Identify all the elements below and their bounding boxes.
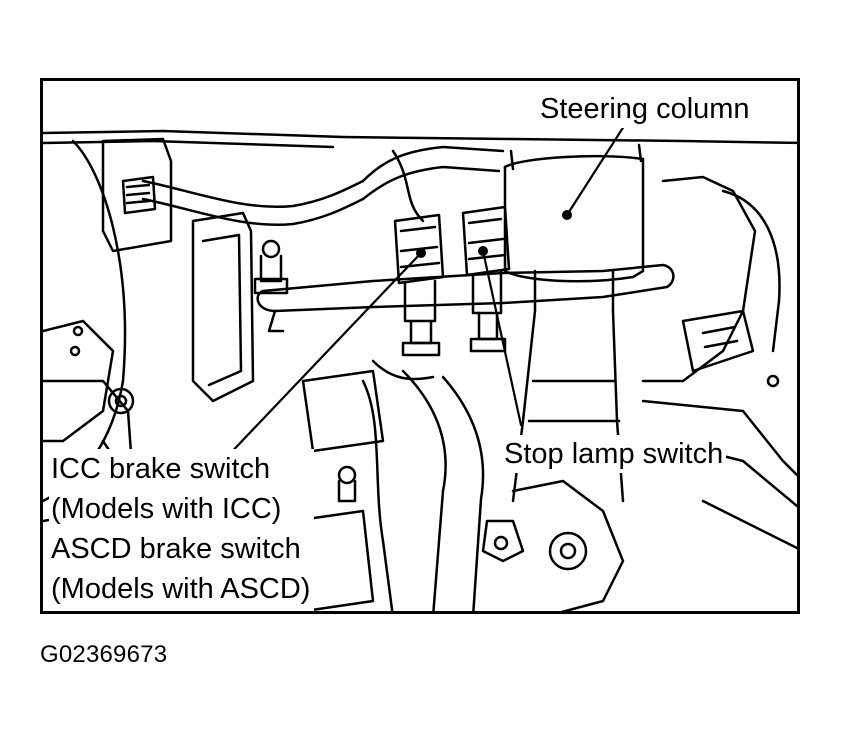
switch-body-stop-lamp bbox=[461, 205, 511, 353]
leader-icc-brake-switch bbox=[221, 251, 423, 463]
dashboard-edge bbox=[43, 129, 797, 145]
figure-frame: Steering column Stop lamp switch ICC bra… bbox=[40, 78, 800, 614]
lower-clevis bbox=[511, 479, 625, 611]
figure-id: G02369673 bbox=[40, 641, 168, 668]
brake-pedal-arm bbox=[401, 369, 447, 611]
callout-ascd-models: (Models with ASCD) bbox=[51, 573, 311, 605]
callout-icc-brake-switch: ICC brake switch bbox=[51, 453, 271, 485]
bracket-arm bbox=[256, 263, 675, 313]
switch-body-icc bbox=[393, 213, 445, 357]
callout-ascd-brake-switch: ASCD brake switch bbox=[51, 533, 301, 565]
right-bracket bbox=[641, 175, 757, 383]
left-brace bbox=[191, 211, 255, 403]
callout-brake-switch-block: ICC brake switch (Models with ICC) ASCD … bbox=[49, 449, 315, 611]
leader-stop-lamp-switch bbox=[481, 249, 523, 427]
callout-stop-lamp-switch: Stop lamp switch bbox=[501, 435, 727, 473]
steering-column-shape bbox=[503, 143, 645, 503]
left-bracket bbox=[101, 137, 173, 253]
wire-harness bbox=[141, 179, 365, 208]
callout-icc-models: (Models with ICC) bbox=[51, 493, 282, 525]
callout-steering-column: Steering column bbox=[537, 90, 753, 128]
